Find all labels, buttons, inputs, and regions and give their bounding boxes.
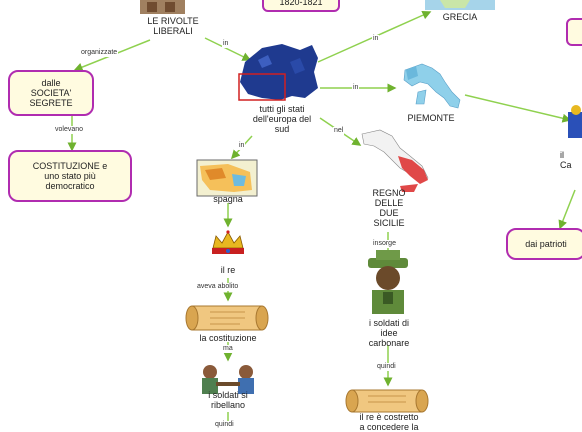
link-ma: ma — [222, 345, 234, 353]
link-nel: nel — [333, 127, 345, 135]
date-badge-label: 1820-1821 — [279, 0, 323, 7]
spagna-map-icon — [196, 159, 258, 197]
link-in-piemonte: in — [352, 84, 360, 92]
soldati-ribellano-label: i soldati si ribellano — [208, 390, 248, 410]
link-aveva-abolito: aveva abolito — [196, 283, 240, 291]
edge-right-patrioti — [558, 189, 576, 230]
link-in-grecia: in — [372, 35, 380, 43]
re-label: il re — [220, 265, 236, 275]
rivolte-image — [140, 0, 185, 14]
crown-icon — [212, 230, 244, 254]
link-quindi-2: quindi — [214, 421, 235, 429]
right-top-box — [566, 18, 582, 46]
link-organizzate: organizzate — [80, 49, 119, 57]
stati-label: tutti gli stati dell'europa del sud — [252, 104, 312, 134]
europe-map-icon — [238, 44, 318, 101]
patrioti-box: dai patrioti — [506, 228, 582, 260]
spagna-label: spagna — [213, 194, 243, 204]
soldati-carbonare-label: i soldati di idee carbonare — [368, 318, 410, 348]
date-badge: 1820-1821 — [262, 0, 340, 12]
costituzione-label: COSTITUZIONE e uno stato più democratico — [32, 161, 108, 191]
link-in-spagna: in — [238, 142, 246, 150]
rivolte-label: LE RIVOLTE LIBERALI — [147, 16, 199, 36]
soldiers-icon — [202, 365, 254, 394]
regno-map-icon — [361, 129, 429, 192]
societa-label: dalle SOCIETA' SEGRETE — [29, 78, 73, 108]
scroll-icon-2 — [345, 389, 429, 413]
piemonte-label: PIEMONTE — [407, 113, 455, 123]
patrioti-label: dai patrioti — [525, 239, 567, 249]
italy-map-icon — [403, 63, 461, 109]
grecia-label: GRECIA — [442, 12, 478, 22]
costituzione-box: COSTITUZIONE e uno stato più democratico — [8, 150, 132, 202]
link-quindi-1: quindi — [376, 363, 397, 371]
right-fragment-label: il Ca — [560, 150, 572, 170]
grecia-map-icon — [425, 0, 495, 10]
edge-piemonte-right — [464, 94, 572, 123]
link-insorge: insorge — [372, 240, 397, 248]
regno-label: REGNO DELLE DUE SICILIE — [372, 188, 406, 228]
edge-rivolte-stati — [204, 37, 252, 61]
scroll-icon — [185, 305, 269, 331]
right-figure-icon — [568, 105, 582, 138]
la-costituzione-label: la costituzione — [199, 333, 257, 343]
link-in-stati: in — [222, 40, 230, 48]
soldier-icon — [368, 250, 408, 314]
societa-box: dalle SOCIETA' SEGRETE — [8, 70, 94, 116]
link-volevano: volevano — [54, 126, 85, 134]
re-costretto-label: il re è costretto a concedere la — [359, 412, 419, 432]
